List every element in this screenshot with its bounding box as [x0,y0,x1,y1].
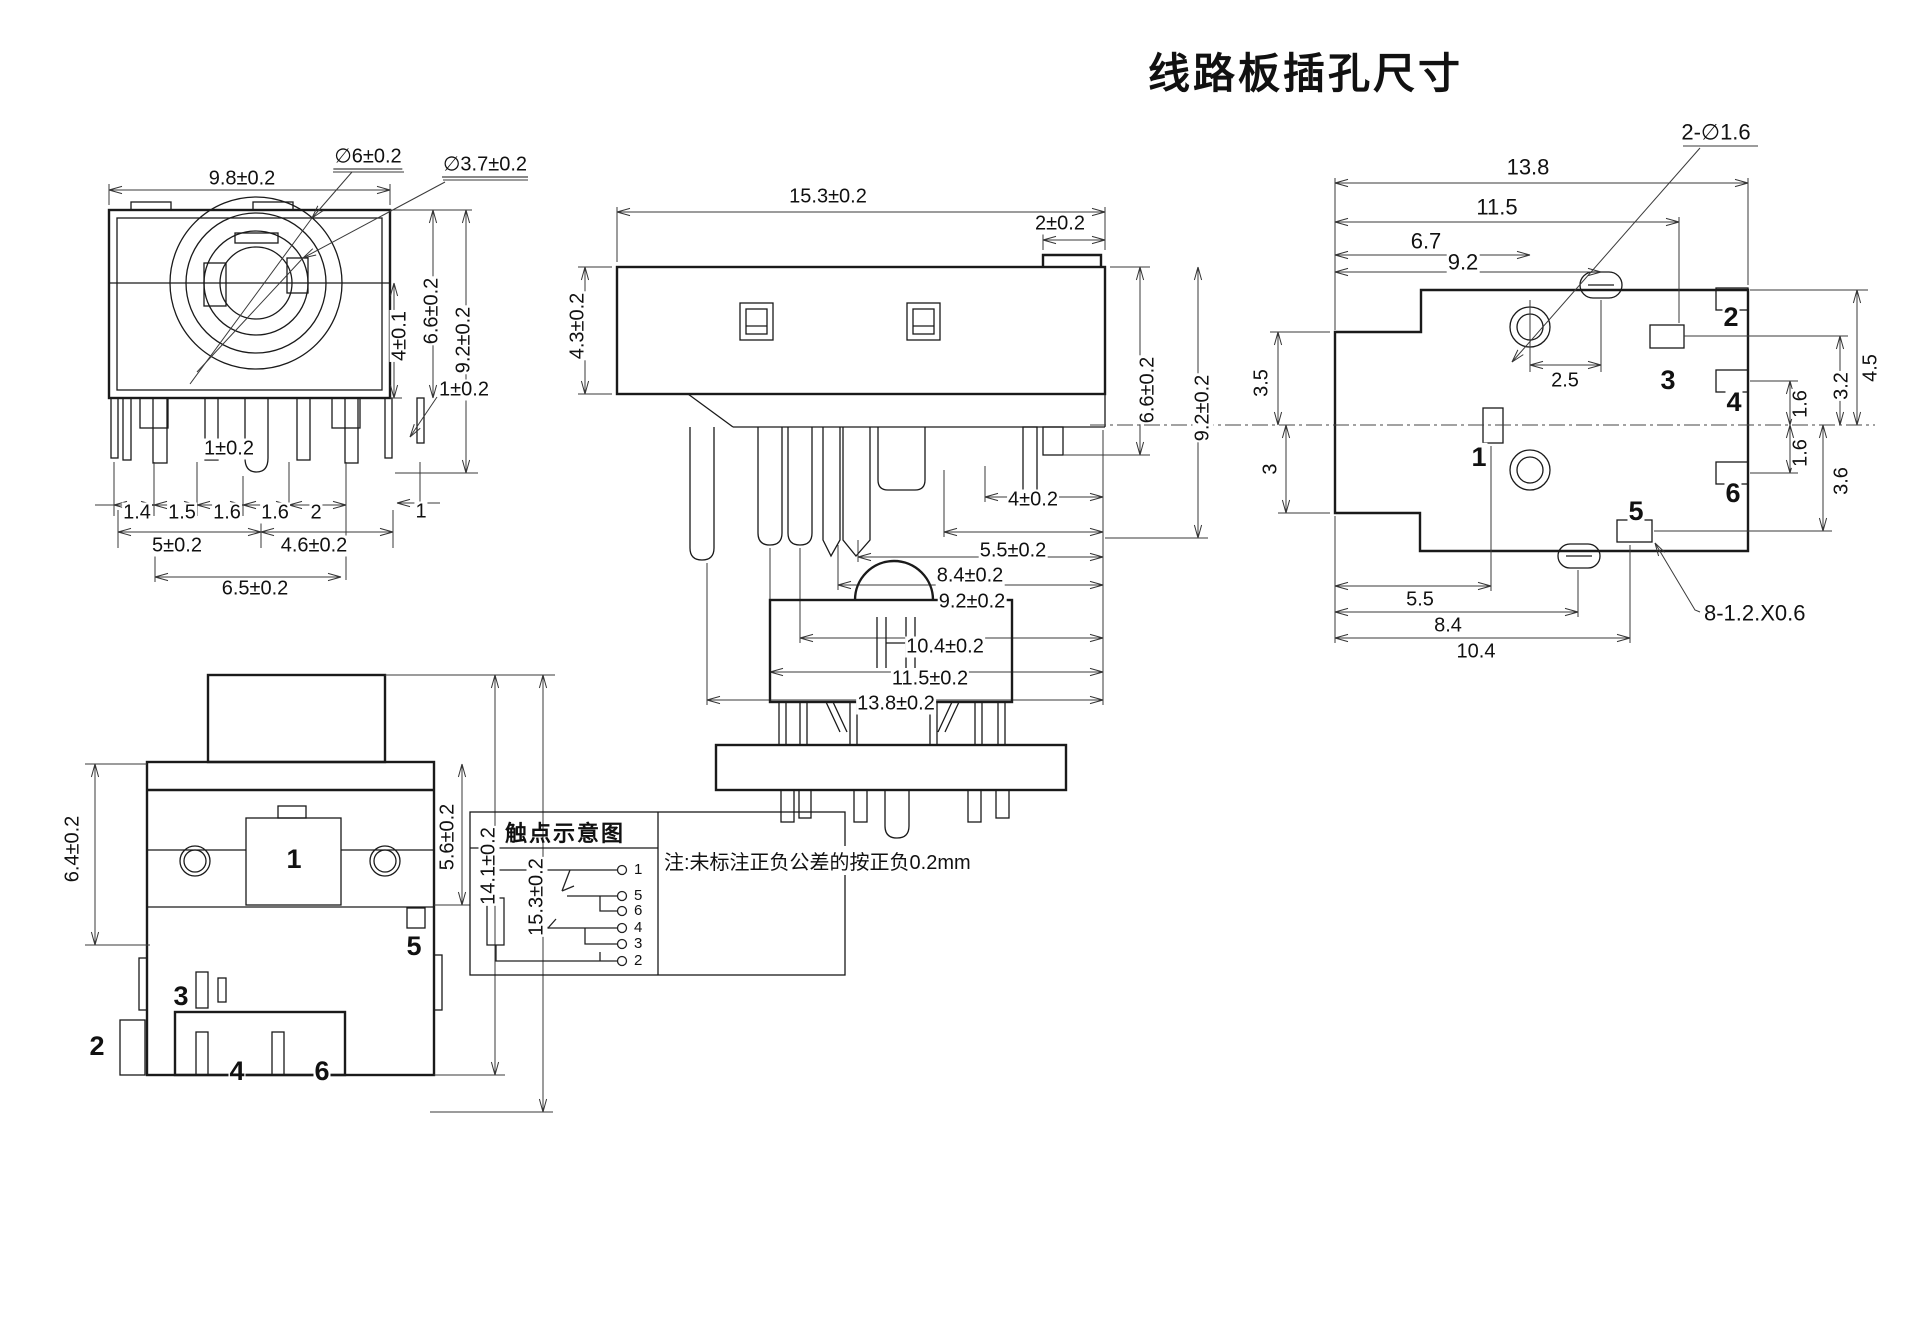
tolerance-note: 注:未标注正负公差的按正负0.2mm [664,846,971,875]
side-view [578,207,1208,705]
contact-diagram-title: 触点示意图 [504,821,625,846]
page-title: 线路板插孔尺寸 [1148,50,1464,97]
front-view [95,171,528,582]
pcb-layout-view [1090,145,1875,643]
bottom-view [85,673,555,1113]
